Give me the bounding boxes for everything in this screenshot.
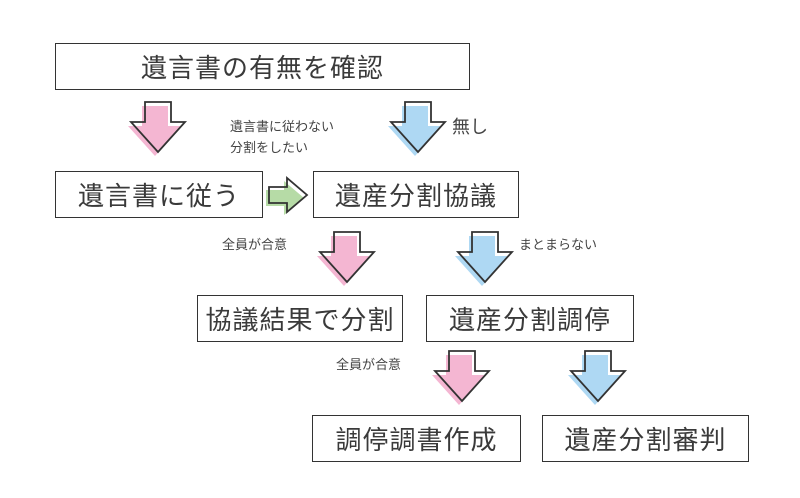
arrow-down-blue-1 [388,101,448,156]
label-not-follow-line1: 遺言書に従わない [230,120,335,135]
arrow-down-blue-3 [568,350,628,405]
box-follow-will: 遺言書に従う [55,171,263,218]
label-all-agree-2: 全員が合意 [336,358,402,373]
arrow-right-green [266,176,309,215]
label-all-agree-1: 全員が合意 [222,238,288,253]
box-division-talks: 遺産分割協議 [313,171,519,218]
box-mediation-record: 調停調書作成 [312,415,521,462]
box-trial: 遺産分割審判 [542,415,749,462]
arrow-down-pink-2 [317,231,377,286]
box-check-will: 遺言書の有無を確認 [55,43,470,90]
label-not-follow-line2: 分割をしたい [230,141,309,156]
arrow-down-pink-3 [432,350,492,405]
label-none: 無し [452,117,488,138]
label-not-settled: まとまらない [519,238,598,253]
box-split-by-result: 協議結果で分割 [197,295,403,342]
arrow-down-blue-2 [455,231,515,286]
arrow-down-pink-1 [128,101,188,156]
box-mediation: 遺産分割調停 [426,295,634,342]
